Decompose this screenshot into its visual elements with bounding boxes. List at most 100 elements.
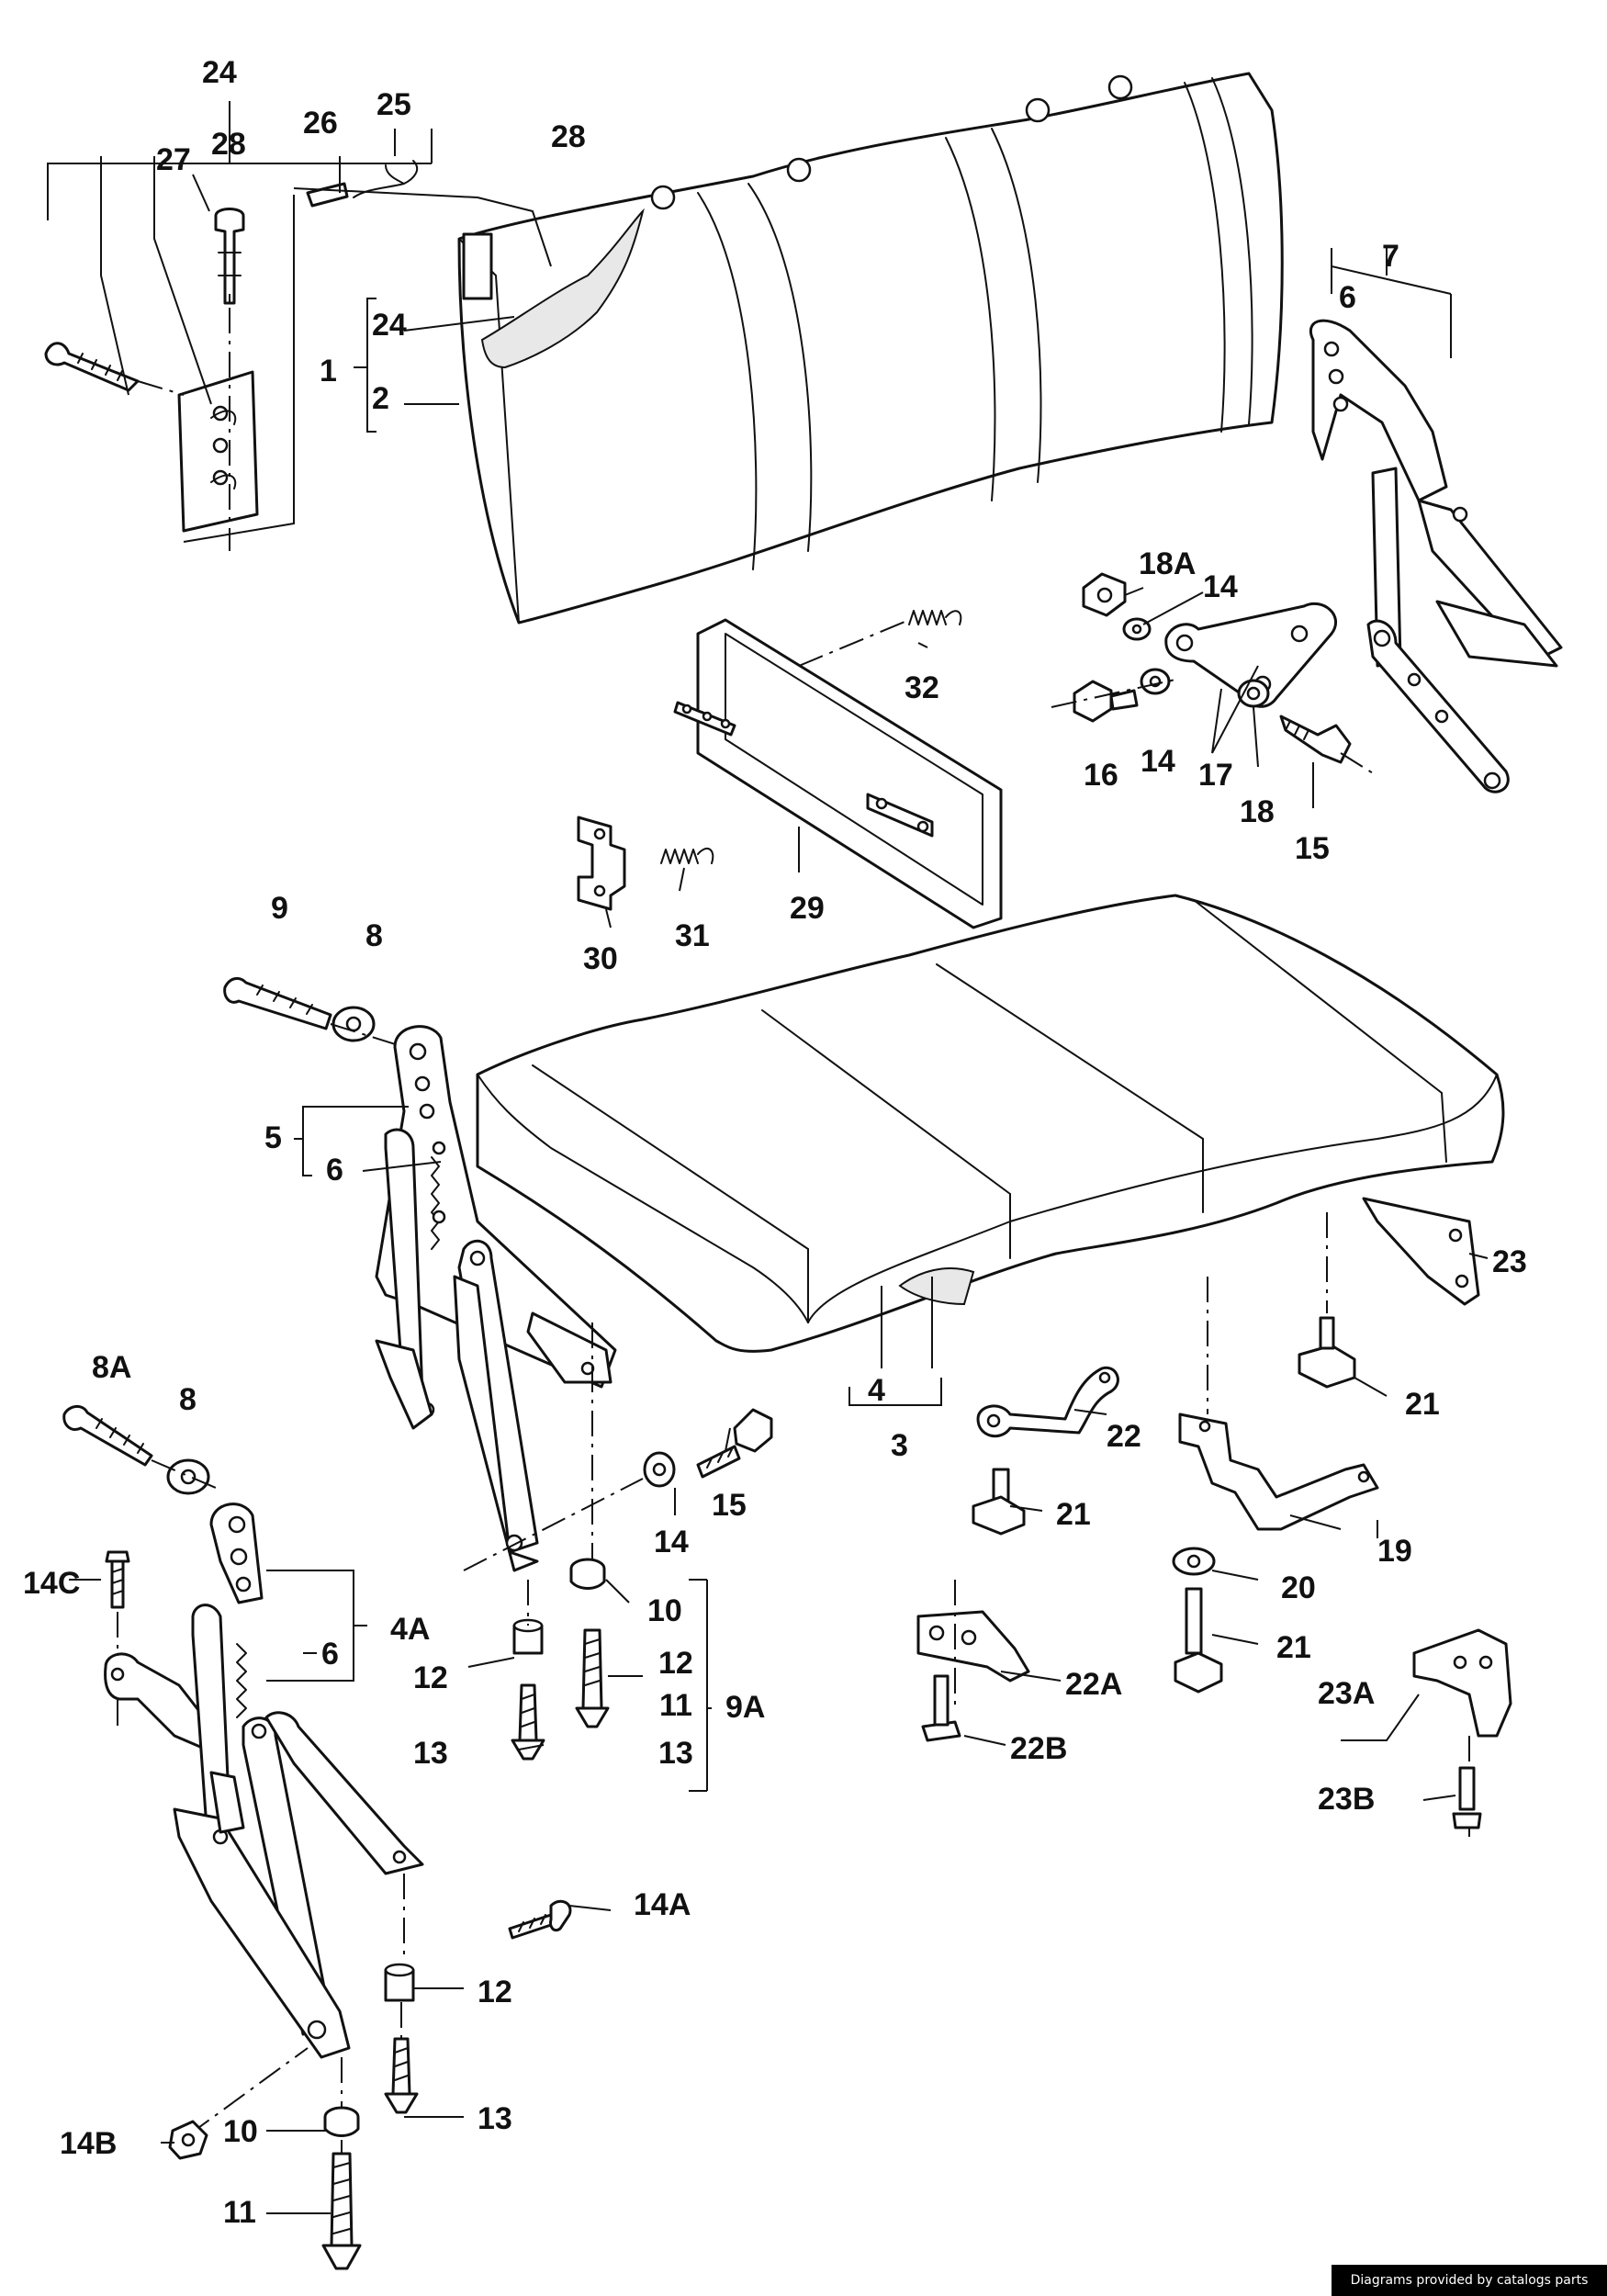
- callout-14C: 14C: [23, 1566, 80, 1601]
- callout-10-low: 10: [223, 2114, 258, 2149]
- callout-23: 23: [1492, 1244, 1527, 1279]
- callout-13-mid-l: 13: [413, 1736, 448, 1771]
- backrest-foam-cutaway: [480, 208, 645, 369]
- callout-22: 22: [1107, 1419, 1141, 1454]
- link-plate-17: [1164, 602, 1338, 708]
- callout-32: 32: [905, 670, 939, 705]
- callout-12-mid-l: 12: [413, 1660, 448, 1695]
- backrest: [457, 72, 1284, 625]
- bracket-30: [577, 816, 626, 911]
- clip-26: [306, 182, 349, 208]
- callout-24-top: 24: [202, 55, 237, 90]
- callout-9A: 9A: [725, 1690, 765, 1725]
- callout-30: 30: [583, 941, 618, 976]
- callout-11-low: 11: [223, 2195, 256, 2230]
- callout-2: 2: [372, 381, 389, 416]
- washer-8-low: [166, 1458, 210, 1495]
- callout-6-right: 6: [1339, 280, 1356, 315]
- callout-3: 3: [891, 1428, 908, 1463]
- callout-6-low: 6: [321, 1637, 339, 1671]
- strap-22: [976, 1366, 1119, 1438]
- callout-17: 17: [1198, 758, 1233, 793]
- callout-14B: 14B: [60, 2126, 117, 2161]
- nut-18A: [1082, 572, 1127, 617]
- bolt-21-b: [972, 1468, 1026, 1536]
- callout-22B: 22B: [1010, 1731, 1067, 1766]
- callout-18A: 18A: [1139, 546, 1196, 581]
- callout-21-a: 21: [1405, 1387, 1440, 1422]
- callout-14-right-2: 14: [1141, 744, 1175, 779]
- bush-10-low: [323, 2106, 360, 2137]
- callout-13-mid-r: 13: [658, 1736, 693, 1771]
- callout-8A: 8A: [92, 1350, 131, 1385]
- screw-11-low: [321, 2152, 362, 2270]
- screw-22B: [921, 1674, 961, 1742]
- bolt-21-c: [1174, 1587, 1223, 1694]
- panel-29: [673, 618, 1003, 929]
- axis-link-a: [1051, 679, 1176, 708]
- callout-21-b: 21: [1056, 1497, 1091, 1532]
- screw-14C: [105, 1550, 130, 1609]
- bush-12-mid: [512, 1618, 544, 1655]
- screw-long: [44, 342, 140, 392]
- seat-cushion: [476, 894, 1505, 1353]
- bush-12-low: [384, 1963, 415, 2002]
- bolt-15-mid: [696, 1408, 773, 1479]
- leader-lines: [47, 101, 1489, 2214]
- screw-11-mid: [575, 1628, 610, 1728]
- callout-8-top: 8: [365, 918, 383, 953]
- axis-hinge-14: [463, 1478, 644, 1571]
- seat-foam-cutaway: [898, 1266, 975, 1306]
- bush-10-mid: [569, 1558, 606, 1590]
- washer-20: [1172, 1547, 1216, 1576]
- washer-14-a: [1122, 617, 1152, 641]
- callout-14A: 14A: [634, 1887, 691, 1922]
- plate-22A: [916, 1610, 1030, 1683]
- axis-screw-9: [330, 1023, 405, 1048]
- seat-hinge-lower: [104, 1503, 424, 2059]
- seat-hinge-upper: [375, 1025, 617, 1572]
- callout-15-mid: 15: [712, 1488, 747, 1523]
- callout-15-right: 15: [1295, 831, 1330, 866]
- callout-21-c: 21: [1276, 1630, 1311, 1665]
- screw-8A: [62, 1405, 153, 1467]
- callout-labels: 24 28 26 25 27 28 24 1 2 7 6 18A 14 32 1…: [23, 55, 1527, 2230]
- bolt-16: [1073, 680, 1139, 723]
- washer-14-mid: [643, 1451, 676, 1488]
- callout-14-mid: 14: [654, 1525, 689, 1559]
- backrest-hinge-plate: [177, 370, 259, 533]
- callout-26: 26: [303, 106, 338, 141]
- callout-19: 19: [1377, 1534, 1412, 1569]
- spring-32: [908, 610, 962, 625]
- pin-27: [214, 208, 245, 305]
- callout-24-bracket: 24: [372, 308, 407, 343]
- callout-28-top: 28: [211, 127, 246, 162]
- screw-23B: [1452, 1766, 1482, 1829]
- callout-18: 18: [1240, 794, 1275, 829]
- washer-8-top: [332, 1006, 376, 1042]
- axis-lower-hinge-14B: [187, 2047, 309, 2136]
- callout-13-low: 13: [478, 2101, 512, 2136]
- callout-4A: 4A: [390, 1612, 430, 1647]
- callout-20: 20: [1281, 1570, 1316, 1605]
- backrest-hinge-right: [1309, 319, 1563, 793]
- callout-10-mid: 10: [647, 1593, 682, 1628]
- callout-6-left: 6: [326, 1153, 343, 1187]
- screw-13-low: [384, 2037, 419, 2114]
- bracket-23: [1362, 1197, 1480, 1306]
- screw-14A: [508, 1899, 572, 1940]
- axis-spring-32: [798, 619, 910, 667]
- callout-23A: 23A: [1318, 1676, 1375, 1711]
- callout-31: 31: [675, 918, 710, 953]
- callout-22A: 22A: [1065, 1667, 1122, 1702]
- diagram-credit: Diagrams provided by catalogs parts: [1332, 2265, 1607, 2296]
- bolt-15-right: [1279, 715, 1352, 764]
- callout-16: 16: [1084, 758, 1118, 793]
- axis-screw-8A: [151, 1459, 217, 1489]
- callout-9: 9: [271, 891, 288, 926]
- screw-9: [223, 976, 332, 1030]
- callout-12-mid-r: 12: [658, 1646, 693, 1681]
- bracket-19: [1178, 1412, 1379, 1531]
- spring-31: [660, 847, 714, 864]
